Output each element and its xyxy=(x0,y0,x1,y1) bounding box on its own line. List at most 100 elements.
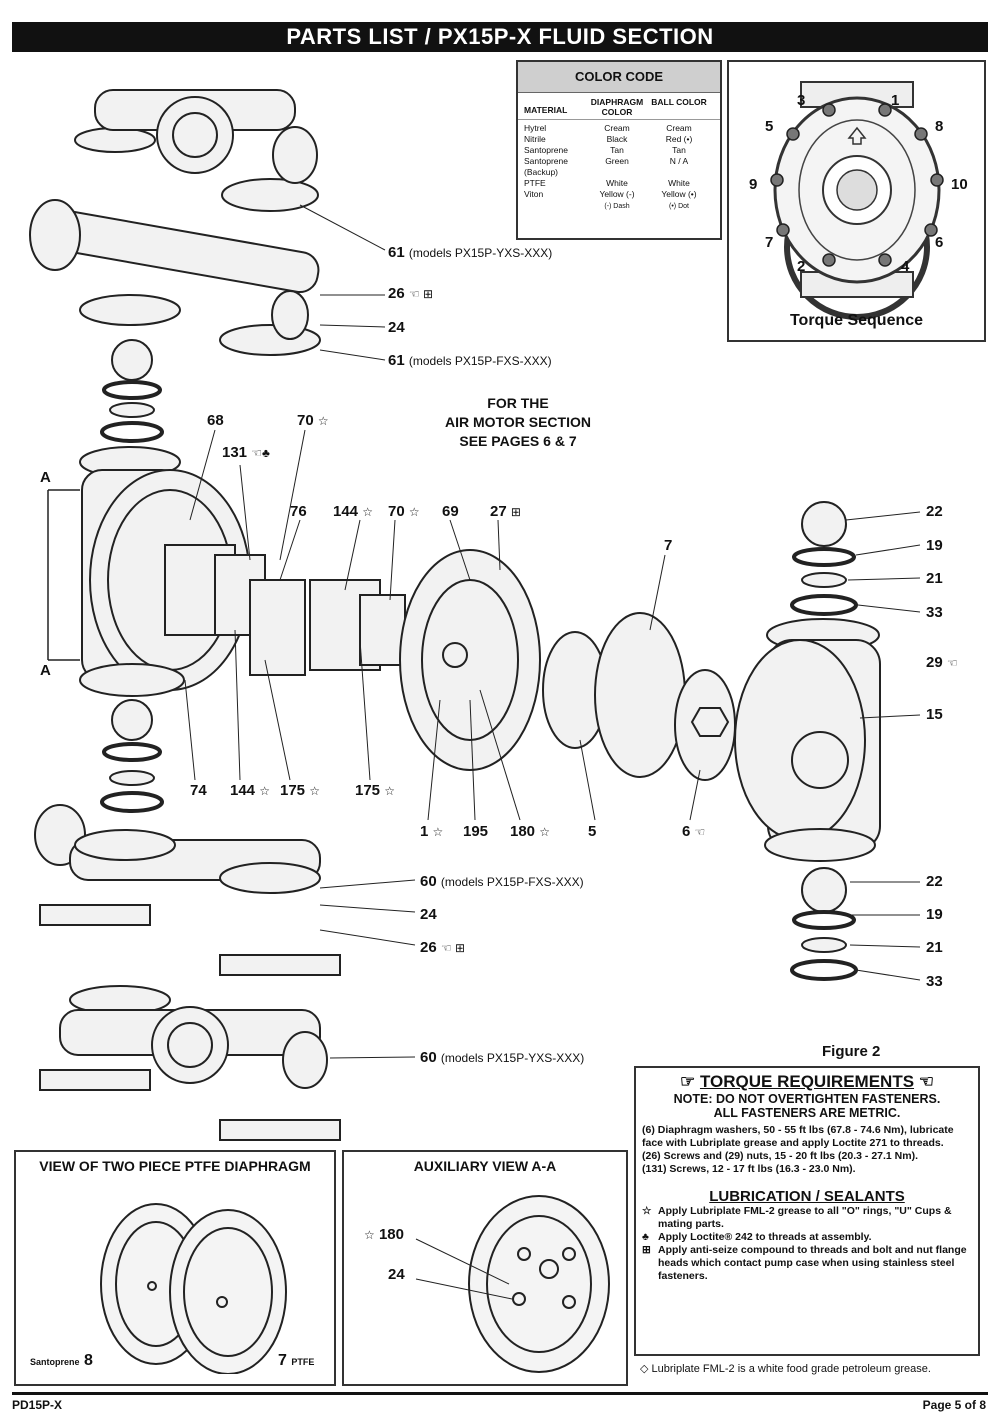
torque-item-6: (6) Diaphragm washers, 50 - 55 ft lbs (6… xyxy=(642,1124,954,1149)
ptfe-left-label: Santoprene 8 xyxy=(30,1352,93,1369)
torque-seq-2: 2 xyxy=(797,258,806,275)
callout-74: 74 xyxy=(190,782,207,799)
color-code-cell-ball: Cream xyxy=(666,123,692,133)
callout-26-bottom: 26 ☜ ⊞ xyxy=(420,939,466,956)
callout-19-bottom: 19 xyxy=(926,906,943,923)
callout-175-a: 175 ☆ xyxy=(280,782,320,799)
col-ball: BALL COLOR xyxy=(651,97,707,107)
lub-item-grease: ☆Apply Lubriplate FML-2 grease to all "O… xyxy=(642,1205,952,1230)
torque-requirements-box: ☞ TORQUE REQUIREMENTS ☜ NOTE: DO NOT OVE… xyxy=(634,1066,980,1356)
torque-seq-3: 3 xyxy=(797,92,806,109)
color-code-cell-material: Santoprene (Backup) xyxy=(524,156,568,177)
color-code-row: Santoprene (Backup) Green N / A xyxy=(524,156,714,178)
callout-33-top: 33 xyxy=(926,604,943,621)
lubrication-heading: LUBRICATION / SEALANTS xyxy=(709,1188,905,1205)
torque-sequence-caption: Torque Sequence xyxy=(789,312,924,329)
torque-item-26: (26) Screws and (29) nuts, 15 - 20 ft lb… xyxy=(642,1150,919,1162)
aux-callout-180: ☆ 180 xyxy=(364,1226,404,1243)
callout-29: 29 ☜ xyxy=(926,654,958,671)
callout-1: 1 ☆ xyxy=(420,823,444,840)
callout-60-f: 60 (models PX15P-FXS-XXX) xyxy=(420,873,584,890)
torque-seq-6: 6 xyxy=(935,234,944,251)
torque-sequence-box: 1 2 3 4 5 6 7 8 9 10 Torque Sequence xyxy=(727,60,986,342)
callout-61-f: 61 (models PX15P-FXS-XXX) xyxy=(388,352,552,369)
lub-item-loctite: ♣Apply Loctite® 242 to threads at assemb… xyxy=(642,1231,872,1243)
torque-sequence-diagram xyxy=(770,81,944,320)
callout-5: 5 xyxy=(588,823,597,840)
callout-180: 180 ☆ xyxy=(510,823,550,840)
ptfe-right-label: 7 PTFE xyxy=(278,1352,315,1369)
torque-seq-10: 10 xyxy=(951,176,968,193)
color-code-row: Santoprene Tan Tan xyxy=(524,145,714,156)
lubriplate-note: ◇ Lubriplate FML-2 is a white food grade… xyxy=(640,1363,931,1375)
torque-note-2: ALL FASTENERS ARE METRIC. xyxy=(713,1106,901,1120)
callout-61-y: 61 (models PX15P-YXS-XXX) xyxy=(388,244,553,261)
note-dash: (-) Dash xyxy=(604,203,630,210)
color-code-table: COLOR CODE MATERIAL DIAPHRAGM COLOR BALL… xyxy=(516,60,722,240)
color-code-cell-ball: Yellow (•) xyxy=(661,189,697,199)
aux-view-drawing xyxy=(415,1195,610,1373)
torque-seq-8: 8 xyxy=(935,118,944,135)
footer-rule xyxy=(12,1392,988,1395)
color-code-cell-diaphragm: White xyxy=(606,178,628,188)
note-dot: (•) Dot xyxy=(669,203,689,210)
color-code-row: Viton Yellow (-) Yellow (•) xyxy=(524,189,714,200)
footer-doc-id: PD15P-X xyxy=(12,1398,63,1412)
figure-label: Figure 2 xyxy=(822,1043,881,1060)
ptfe-view-title: VIEW OF TWO PIECE PTFE DIAPHRAGM xyxy=(39,1158,311,1174)
color-code-cell-material: PTFE xyxy=(524,178,546,188)
callout-21-bottom: 21 xyxy=(926,939,943,956)
torque-seq-4: 4 xyxy=(901,258,910,275)
page-title: PARTS LIST / PX15P-X FLUID SECTION xyxy=(12,22,988,52)
callout-131: 131 ☜♣ xyxy=(222,444,270,461)
torque-item-131: (131) Screws, 12 - 17 ft lbs (16.3 - 23.… xyxy=(642,1163,856,1175)
callout-144-a: 144 ☆ xyxy=(333,503,373,520)
color-code-cell-ball: Tan xyxy=(672,145,686,155)
color-code-cell-ball: Red (•) xyxy=(665,134,693,144)
aux-view-title: AUXILIARY VIEW A-A xyxy=(413,1158,557,1174)
callout-60-y: 60 (models PX15P-YXS-XXX) xyxy=(420,1049,585,1066)
torque-heading: ☞ TORQUE REQUIREMENTS ☜ xyxy=(679,1072,935,1091)
torque-seq-9: 9 xyxy=(749,176,758,193)
color-code-cell-diaphragm: Cream xyxy=(604,123,630,133)
callout-27: 27 ⊞ xyxy=(490,503,521,520)
auxiliary-view: AUXILIARY VIEW A-A ☆ 180 24 xyxy=(342,1150,628,1386)
callout-68: 68 xyxy=(207,412,224,429)
ptfe-diaphragm-drawing xyxy=(100,1203,287,1375)
callout-70-a: 70 ☆ xyxy=(297,412,329,429)
callout-15: 15 xyxy=(926,706,943,723)
color-code-cell-material: Viton xyxy=(524,189,544,199)
color-code-cell-ball: White xyxy=(668,178,690,188)
color-code-cell-diaphragm: Yellow (-) xyxy=(599,189,635,199)
callout-21-top: 21 xyxy=(926,570,943,587)
ptfe-diaphragm-view: VIEW OF TWO PIECE PTFE DIAPHRAGM Santopr… xyxy=(14,1150,336,1386)
col-diaphragm: DIAPHRAGM COLOR xyxy=(590,97,644,117)
callout-33-bottom: 33 xyxy=(926,973,943,990)
color-code-cell-material: Nitrile xyxy=(524,134,546,144)
callout-24-bottom: 24 xyxy=(420,906,437,923)
callout-69: 69 xyxy=(442,503,459,520)
callout-7: 7 xyxy=(664,537,673,554)
lub-item-antiseize: ⊞Apply anti-seize compound to threads an… xyxy=(642,1244,967,1282)
color-code-row: Hytrel Cream Cream xyxy=(524,123,714,134)
torque-seq-7: 7 xyxy=(765,234,774,251)
callout-144-b: 144 ☆ xyxy=(230,782,270,799)
color-code-cell-material: Hytrel xyxy=(524,123,547,133)
callout-70-b: 70 ☆ xyxy=(388,503,420,520)
section-a-top: A xyxy=(40,469,51,486)
callout-76: 76 xyxy=(290,503,307,520)
aux-callout-24: 24 xyxy=(388,1266,405,1283)
callout-22-top: 22 xyxy=(926,503,943,520)
color-code-cell-ball: N / A xyxy=(669,156,689,166)
callout-24-top: 24 xyxy=(388,319,405,336)
callout-22-bottom: 22 xyxy=(926,873,943,890)
callout-19-top: 19 xyxy=(926,537,943,554)
color-code-cell-diaphragm: Green xyxy=(605,156,629,166)
callout-26-top: 26 ☜ ⊞ xyxy=(388,285,434,302)
torque-seq-1: 1 xyxy=(891,92,900,109)
color-code-cell-diaphragm: Tan xyxy=(610,145,624,155)
color-code-cell-material: Santoprene xyxy=(524,145,568,155)
